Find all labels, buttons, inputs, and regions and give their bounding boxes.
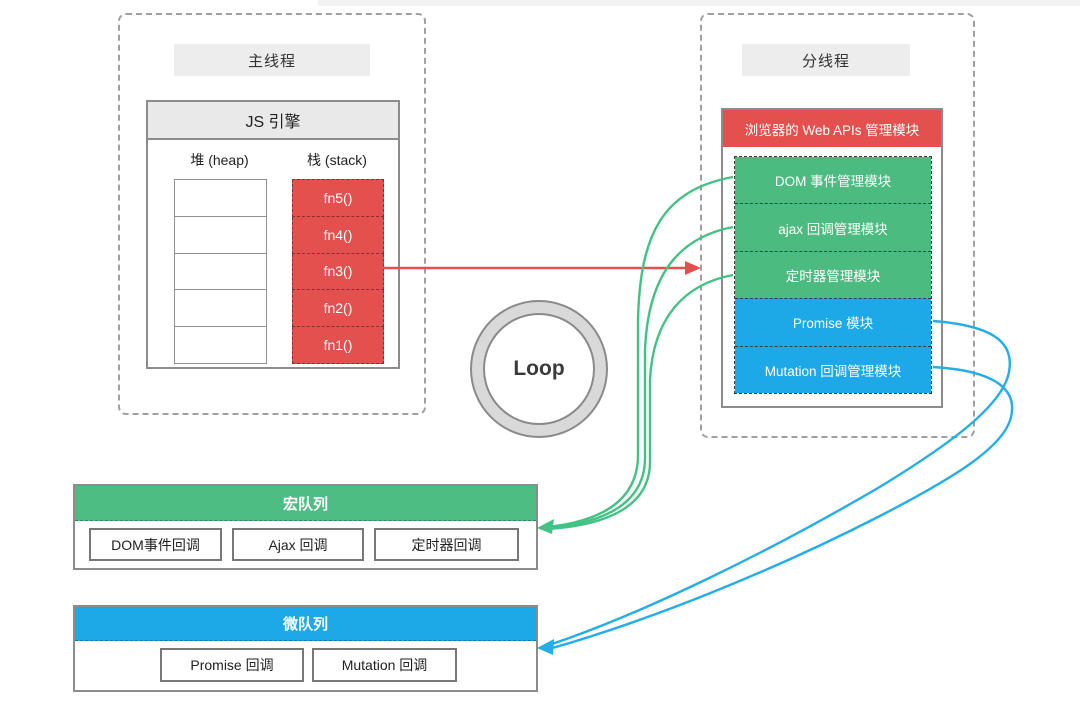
stack-frame-fn1: fn1() xyxy=(292,327,384,364)
macro-item-ajax-callback: Ajax 回调 xyxy=(232,528,364,561)
event-loop-label: Loop xyxy=(483,313,595,425)
stack-label: 栈 (stack) xyxy=(307,152,367,168)
sub-thread-title: 分线程 xyxy=(742,44,910,76)
micro-item-mutation-callback: Mutation 回调 xyxy=(312,648,457,682)
stack-frame-fn3: fn3() xyxy=(292,253,384,291)
module-timer: 定时器管理模块 xyxy=(735,250,931,299)
blue-arrowhead-icon xyxy=(537,639,554,655)
heap-cell xyxy=(174,290,267,328)
module-promise: Promise 模块 xyxy=(735,298,931,346)
js-engine-title: JS 引擎 xyxy=(148,102,398,140)
micro-item-promise-callback: Promise 回调 xyxy=(160,648,304,682)
module-mutation-callback: Mutation 回调管理模块 xyxy=(735,345,931,394)
heap-cell xyxy=(174,216,267,254)
stack-frame-fn2: fn2() xyxy=(292,290,384,328)
green-arrowhead-icon xyxy=(537,519,554,534)
micro-queue-box: 微队列 Promise 回调 Mutation 回调 xyxy=(73,605,538,692)
macro-item-timer-callback: 定时器回调 xyxy=(374,528,519,561)
heap-cell xyxy=(174,327,267,364)
module-ajax-callback: ajax 回调管理模块 xyxy=(735,203,931,251)
js-engine-box: JS 引擎 堆 (heap) 栈 (stack) fn5() fn4() fn3… xyxy=(146,100,400,369)
web-apis-box: 浏览器的 Web APIs 管理模块 DOM 事件管理模块 ajax 回调管理模… xyxy=(721,108,943,408)
heap-column xyxy=(174,179,267,364)
web-apis-modules: DOM 事件管理模块 ajax 回调管理模块 定时器管理模块 Promise 模… xyxy=(734,156,932,394)
main-thread-region xyxy=(118,13,426,415)
stack-frame-fn4: fn4() xyxy=(292,216,384,254)
heap-cell xyxy=(174,179,267,217)
module-dom-events: DOM 事件管理模块 xyxy=(735,157,931,204)
macro-item-dom-event-callback: DOM事件回调 xyxy=(89,528,222,561)
main-thread-title: 主线程 xyxy=(174,44,370,76)
red-arrowhead-icon xyxy=(685,261,701,275)
heap-cell xyxy=(174,253,267,291)
stack-frame-fn5: fn5() xyxy=(292,179,384,217)
macro-queue-box: 宏队列 DOM事件回调 Ajax 回调 定时器回调 xyxy=(73,484,538,570)
heap-label: 堆 (heap) xyxy=(190,152,249,168)
stack-column: fn5() fn4() fn3() fn2() fn1() xyxy=(292,179,384,364)
web-apis-title: 浏览器的 Web APIs 管理模块 xyxy=(723,110,941,147)
micro-queue-title: 微队列 xyxy=(75,607,536,641)
macro-queue-title: 宏队列 xyxy=(75,486,536,521)
top-edge-strip xyxy=(318,0,1080,6)
red-call-arrow xyxy=(382,261,701,275)
event-loop-ring: Loop xyxy=(470,300,608,438)
